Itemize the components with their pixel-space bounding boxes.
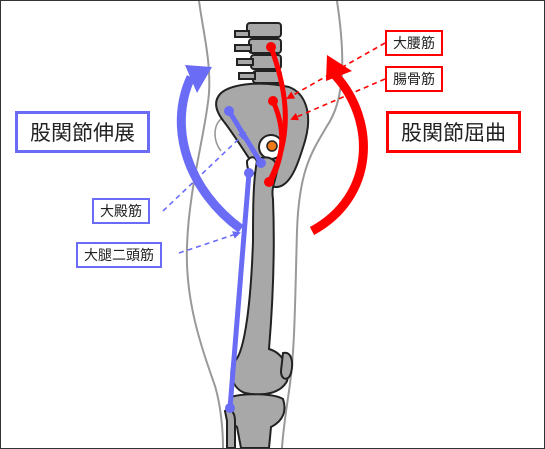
patella [279,351,294,380]
lumbar-vertebrae [234,22,282,84]
biceps-femoris-label: 大腿二頭筋 [76,242,162,268]
femur-bone [230,156,289,396]
iliacus-muscle-line [264,96,285,187]
fibula-bone [223,408,236,448]
hip-pivot-point [266,140,278,152]
gluteus-maximus-label: 大殿筋 [92,198,150,224]
flexion-rotation-arrow [309,55,368,235]
biceps-femoris-muscle-line [225,168,254,413]
iliacus-label: 腸骨筋 [385,66,443,92]
extension-rotation-arrow [176,65,244,233]
psoas-leader-line [286,42,386,99]
gluteus-leader-line [162,131,247,212]
psoas-major-label: 大腰筋 [385,30,443,56]
hip-extension-label: 股関節伸展 [15,111,150,153]
biceps-femoris-leader-line [178,231,241,254]
tibia-bone [228,393,286,448]
hip-flexion-label: 股関節屈曲 [386,111,521,153]
iliacus-leader-line [290,78,386,121]
